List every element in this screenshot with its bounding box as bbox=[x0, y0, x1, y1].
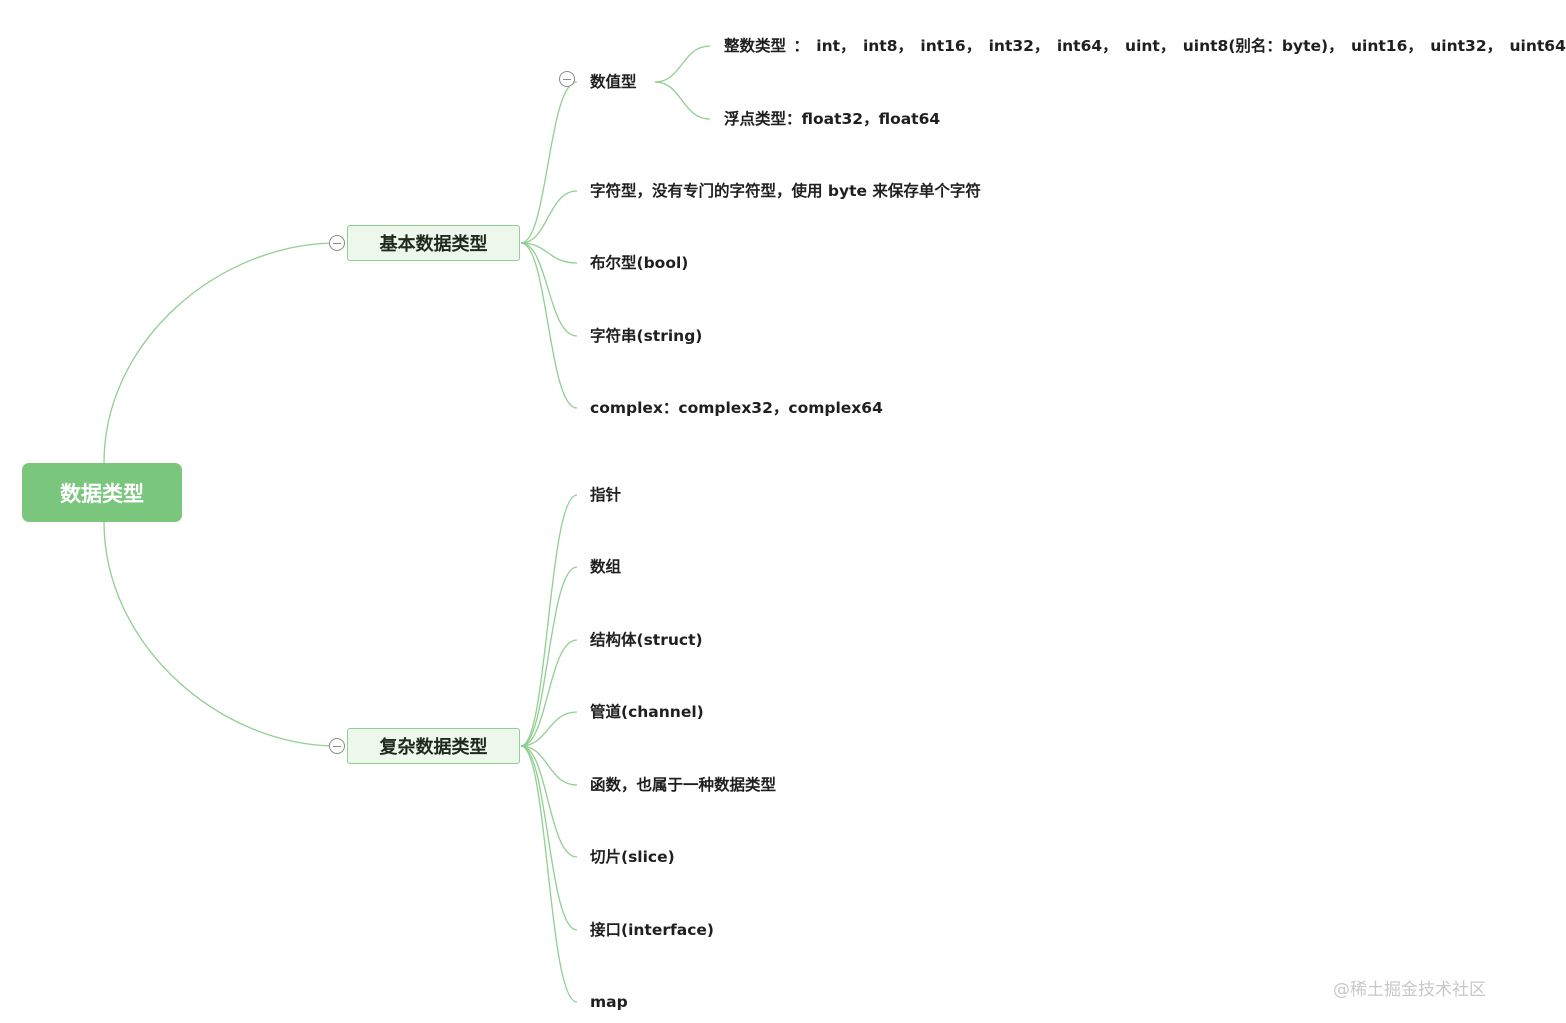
link-root-basic bbox=[103, 242, 338, 464]
watermark: @稀土掘金技术社区 bbox=[1333, 980, 1486, 1000]
branch-basic-types[interactable]: 基本数据类型 bbox=[347, 225, 520, 261]
branch-complex-types[interactable]: 复杂数据类型 bbox=[347, 728, 520, 764]
link-complex-7 bbox=[520, 745, 578, 1003]
link-root-complex bbox=[103, 521, 338, 747]
node-pointer[interactable]: 指针 bbox=[590, 486, 622, 504]
connector-lines bbox=[103, 45, 711, 1003]
node-integer-types[interactable]: 整数类型 ： int， int8， int16， int32， int64， u… bbox=[724, 37, 1566, 55]
collapse-numeric-icon[interactable] bbox=[559, 71, 575, 87]
link-basic-2 bbox=[520, 242, 578, 264]
root-node[interactable]: 数据类型 bbox=[22, 463, 182, 522]
link-complex-3 bbox=[520, 711, 578, 747]
node-channel[interactable]: 管道(channel) bbox=[590, 703, 704, 721]
node-complex-number-type[interactable]: complex：complex32，complex64 bbox=[590, 399, 883, 417]
link-numeric-float bbox=[654, 81, 711, 120]
node-slice[interactable]: 切片(slice) bbox=[590, 848, 675, 866]
link-complex-6 bbox=[520, 745, 578, 931]
node-function[interactable]: 函数，也属于一种数据类型 bbox=[590, 776, 777, 794]
node-float-types[interactable]: 浮点类型：float32，float64 bbox=[724, 110, 941, 128]
link-complex-5 bbox=[520, 745, 578, 858]
node-interface[interactable]: 接口(interface) bbox=[590, 921, 714, 939]
node-bool-type[interactable]: 布尔型(bool) bbox=[590, 254, 689, 272]
link-complex-0 bbox=[520, 494, 578, 747]
node-string-type[interactable]: 字符串(string) bbox=[590, 327, 703, 345]
node-map[interactable]: map bbox=[590, 993, 628, 1011]
node-numeric[interactable]: 数值型 bbox=[590, 73, 637, 91]
link-complex-2 bbox=[520, 639, 578, 747]
link-basic-0 bbox=[520, 81, 578, 244]
node-struct[interactable]: 结构体(struct) bbox=[590, 631, 703, 649]
mindmap-canvas: 数据类型 基本数据类型 复杂数据类型 数值型 整数类型 ： int， int8，… bbox=[22, 37, 1566, 1011]
collapse-complex-icon[interactable] bbox=[329, 738, 345, 754]
node-char-type[interactable]: 字符型，没有专门的字符型，使用 byte 来保存单个字符 bbox=[590, 182, 981, 200]
link-complex-1 bbox=[520, 566, 578, 747]
link-basic-4 bbox=[520, 242, 578, 409]
link-numeric-integer bbox=[654, 45, 711, 83]
node-array[interactable]: 数组 bbox=[590, 558, 622, 576]
link-basic-1 bbox=[520, 190, 578, 244]
collapse-basic-icon[interactable] bbox=[329, 235, 345, 251]
link-basic-3 bbox=[520, 242, 578, 337]
link-complex-4 bbox=[520, 745, 578, 786]
